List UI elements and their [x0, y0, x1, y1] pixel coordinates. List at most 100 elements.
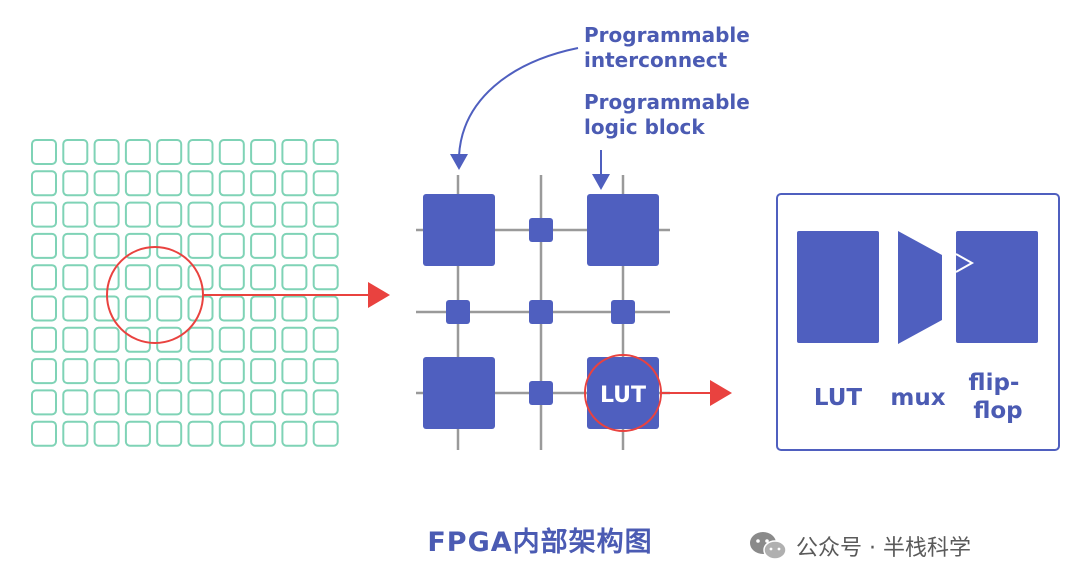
grid-cell — [187, 295, 214, 322]
logic-block-detail-frame — [776, 193, 1060, 451]
flipflop-clock-marker — [955, 253, 975, 273]
grid-cell — [93, 139, 120, 165]
grid-cell — [312, 170, 339, 197]
grid-cell — [124, 358, 151, 385]
grid-cell — [124, 295, 151, 322]
grid-cell — [31, 170, 57, 197]
interconnect-pointer-head — [450, 154, 468, 170]
grid-cell — [281, 139, 308, 165]
watermark-text: 公众号 · 半栈科学 — [796, 536, 971, 561]
grid-cell — [31, 420, 57, 447]
switch-box — [529, 381, 553, 405]
grid-cell — [218, 420, 245, 447]
detail-flipflop-box — [956, 231, 1038, 343]
grid-cell — [281, 264, 308, 291]
wechat-icon — [750, 532, 787, 560]
grid-cell — [281, 326, 308, 353]
logic-block-top-right — [587, 194, 659, 266]
grid-cell — [93, 420, 120, 447]
grid-cell — [312, 201, 339, 228]
grid-cell — [281, 201, 308, 228]
grid-cell — [156, 358, 183, 385]
switch-boxes — [446, 218, 635, 405]
grid-cell — [31, 201, 57, 228]
fpga-cell-grid — [31, 139, 339, 447]
switch-box — [529, 300, 553, 324]
grid-cell — [281, 232, 308, 259]
grid-cell — [31, 389, 57, 416]
logic-block-pointer-head — [592, 174, 610, 190]
grid-cell — [187, 420, 214, 447]
grid-cell — [250, 201, 277, 228]
grid-cell — [281, 170, 308, 197]
grid-cell — [124, 232, 151, 259]
grid-cell — [250, 420, 277, 447]
grid-cell — [31, 358, 57, 385]
grid-cell — [250, 295, 277, 322]
lut-in-block-label: LUT — [600, 383, 646, 408]
grid-cell — [250, 232, 277, 259]
grid-cell — [187, 170, 214, 197]
grid-cell — [124, 420, 151, 447]
detail-lut-box — [797, 231, 879, 343]
grid-cell — [93, 358, 120, 385]
grid-cell — [281, 295, 308, 322]
grid-cell — [250, 264, 277, 291]
grid-cell — [156, 326, 183, 353]
grid-cell — [93, 389, 120, 416]
grid-cell — [312, 139, 339, 165]
grid-cell — [187, 264, 214, 291]
grid-cell — [281, 358, 308, 385]
grid-cell — [218, 358, 245, 385]
grid-cell — [187, 389, 214, 416]
grid-cell — [93, 232, 120, 259]
grid-cell — [31, 232, 57, 259]
grid-cell — [62, 295, 89, 322]
grid-cell — [218, 139, 245, 165]
grid-cell — [62, 201, 89, 228]
logic-blocks — [423, 194, 659, 429]
watermark: 公众号 · 半栈科学 — [748, 528, 971, 564]
grid-cell — [124, 326, 151, 353]
logic-block-bottom-left — [423, 357, 495, 429]
grid-cell — [312, 264, 339, 291]
switch-box — [611, 300, 635, 324]
grid-cell — [31, 139, 57, 165]
grid-cell — [93, 326, 120, 353]
grid-cell — [312, 420, 339, 447]
grid-cell — [156, 170, 183, 197]
grid-cell — [218, 232, 245, 259]
grid-cell — [62, 358, 89, 385]
detail-flipflop-label: flip- flop — [969, 370, 1028, 424]
grid-cell — [187, 326, 214, 353]
grid-cell — [124, 264, 151, 291]
grid-cell — [124, 170, 151, 197]
grid-cell — [187, 358, 214, 385]
grid-cell — [62, 420, 89, 447]
grid-cell — [62, 389, 89, 416]
zoom-circle-grid — [106, 246, 204, 344]
grid-cell — [218, 389, 245, 416]
grid-cell — [312, 295, 339, 322]
grid-cell — [250, 358, 277, 385]
interconnect-pointer-arrow — [458, 47, 579, 157]
grid-cell — [124, 389, 151, 416]
grid-cell — [62, 264, 89, 291]
grid-cell — [312, 326, 339, 353]
grid-cell — [62, 326, 89, 353]
grid-cell — [31, 295, 57, 322]
detail-lut-label: LUT — [814, 385, 863, 411]
grid-cell — [93, 201, 120, 228]
grid-cell — [156, 139, 183, 165]
grid-cell — [187, 201, 214, 228]
grid-cell — [93, 170, 120, 197]
grid-cell — [31, 264, 57, 291]
grid-cell — [156, 232, 183, 259]
grid-cell — [156, 264, 183, 291]
grid-cell — [281, 389, 308, 416]
grid-cell — [250, 389, 277, 416]
grid-cell — [312, 232, 339, 259]
grid-cell — [156, 420, 183, 447]
grid-cell — [156, 389, 183, 416]
